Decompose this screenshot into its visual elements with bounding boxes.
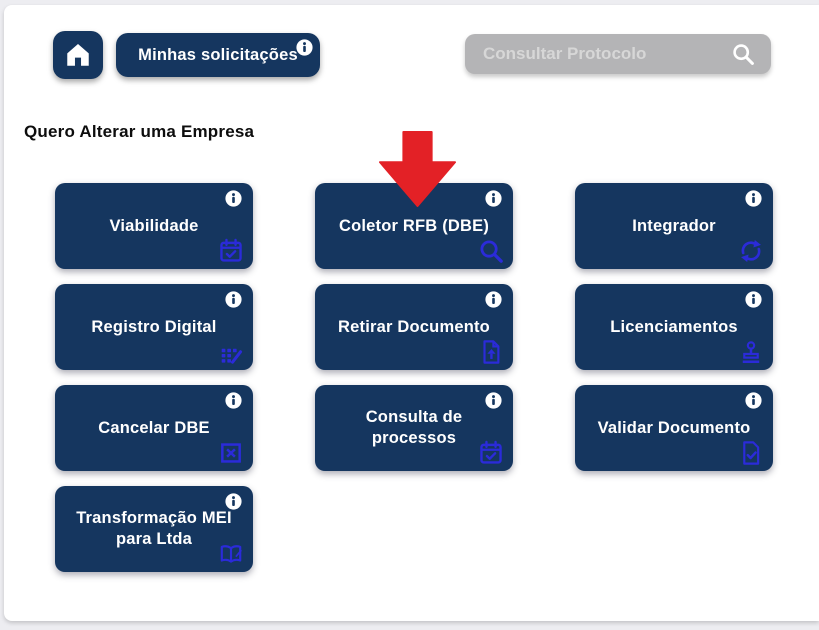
- stamp-icon: [738, 339, 764, 365]
- square-x-icon: [218, 440, 244, 466]
- my-requests-label: Minhas solicitações: [138, 45, 298, 64]
- card-label: Integrador: [632, 216, 716, 235]
- info-icon[interactable]: [225, 392, 242, 409]
- search-icon: [478, 238, 504, 264]
- card-label: Retirar Documento: [338, 317, 490, 336]
- page-title: Quero Alterar uma Empresa: [24, 122, 255, 141]
- card-validar-documento[interactable]: Validar Documento: [575, 385, 773, 471]
- info-icon[interactable]: [225, 493, 242, 510]
- card-integrador[interactable]: Integrador: [575, 183, 773, 269]
- info-icon[interactable]: [745, 190, 762, 207]
- info-icon[interactable]: [225, 291, 242, 308]
- sync-icon: [738, 238, 764, 264]
- info-icon[interactable]: [485, 291, 502, 308]
- my-requests-button[interactable]: Minhas solicitações: [116, 33, 320, 77]
- info-icon[interactable]: [296, 39, 313, 56]
- card-viabilidade[interactable]: Viabilidade: [55, 183, 253, 269]
- home-icon: [64, 41, 92, 69]
- grid-edit-icon: [218, 339, 244, 365]
- calendar-check-icon: [478, 440, 504, 466]
- file-check-icon: [738, 440, 764, 466]
- card-label: Transformação MEI para Ltda: [76, 509, 232, 548]
- info-icon[interactable]: [485, 190, 502, 207]
- card-label: Cancelar DBE: [98, 418, 210, 437]
- calendar-check-icon: [218, 238, 244, 264]
- card-transformacao-mei-para-ltda[interactable]: Transformação MEI para Ltda: [55, 486, 253, 572]
- protocol-search-box[interactable]: [465, 34, 771, 74]
- info-icon[interactable]: [745, 392, 762, 409]
- protocol-search-input[interactable]: [465, 34, 731, 74]
- card-label: Registro Digital: [91, 317, 217, 336]
- info-icon[interactable]: [225, 190, 242, 207]
- card-coletor-rfb-dbe[interactable]: Coletor RFB (DBE): [315, 183, 513, 269]
- info-icon[interactable]: [485, 392, 502, 409]
- card-cancelar-dbe[interactable]: Cancelar DBE: [55, 385, 253, 471]
- search-icon[interactable]: [731, 42, 755, 66]
- services-grid: Viabilidade Coletor RFB (DBE) Integrador…: [55, 183, 773, 572]
- card-label: Validar Documento: [597, 418, 751, 437]
- card-consulta-de-processos[interactable]: Consulta de processos: [315, 385, 513, 471]
- file-upload-icon: [478, 339, 504, 365]
- info-icon[interactable]: [745, 291, 762, 308]
- card-licenciamentos[interactable]: Licenciamentos: [575, 284, 773, 370]
- home-button[interactable]: [53, 31, 103, 79]
- card-label: Consulta de processos: [365, 408, 463, 447]
- card-label: Licenciamentos: [610, 317, 738, 336]
- open-book-icon: [218, 541, 244, 567]
- card-label: Viabilidade: [109, 216, 199, 235]
- card-label: Coletor RFB (DBE): [338, 216, 490, 235]
- card-registro-digital[interactable]: Registro Digital: [55, 284, 253, 370]
- card-retirar-documento[interactable]: Retirar Documento: [315, 284, 513, 370]
